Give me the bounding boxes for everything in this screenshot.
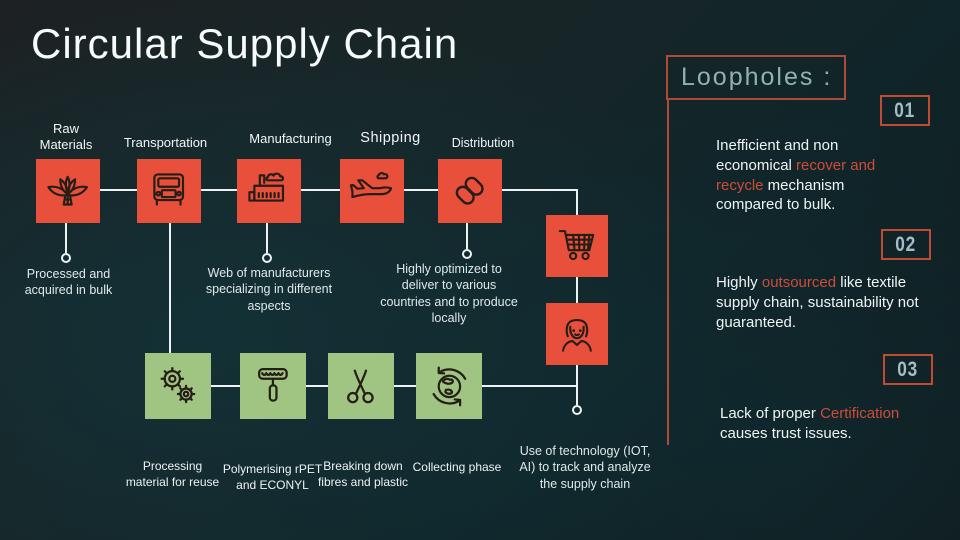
truck-icon — [153, 173, 185, 206]
connector-line — [502, 189, 578, 191]
stage-label-shipping: Shipping — [360, 130, 421, 146]
loophole-text-3: Lack of proper Certification causes trus… — [720, 404, 932, 444]
recycle-square-polymerising — [240, 353, 306, 419]
connector-line — [301, 189, 340, 191]
connector-line — [576, 189, 578, 215]
connector-line — [466, 223, 468, 249]
text-run: causes trust issues. — [720, 424, 852, 442]
connector-line — [201, 189, 237, 191]
scissors-icon — [346, 369, 374, 403]
loopholes-divider-line — [667, 100, 669, 445]
recycle-square-collecting — [416, 353, 482, 419]
stage-description-raw-materials: Processed and acquired in bulk — [24, 267, 113, 298]
recycle-square-processing — [145, 353, 211, 419]
recycle-label-collecting: Collecting phase — [412, 460, 502, 474]
line-endpoint — [60, 252, 71, 263]
stage-square-manufacturing — [237, 159, 301, 223]
text-run: Inefficient and non economical — [716, 137, 839, 174]
stage-label-transportation: Transportation — [123, 135, 208, 150]
page-title: Circular Supply Chain — [31, 20, 459, 67]
loophole-text-1: Inefficient and non economical recover a… — [716, 136, 912, 215]
stage-label-manufacturing: Manufacturing — [249, 131, 332, 146]
loophole-number: 01 — [894, 98, 916, 122]
stage-description-distribution: Highly optimized to deliver to various c… — [380, 262, 518, 325]
line-endpoint — [571, 404, 582, 415]
connector-line — [100, 189, 137, 191]
highlighted-text-run: recover and recycle — [716, 156, 876, 194]
connector-line — [65, 223, 67, 253]
text-run: mechanism compared to bulk. — [716, 176, 845, 214]
stage-square-transportation — [137, 159, 201, 223]
loopholes-title-box: Loopholes : — [666, 55, 846, 100]
highlighted-text-run: Certification — [820, 405, 900, 422]
consumer-square-person — [546, 303, 608, 365]
text-run: like textile supply chain, sustainabilit… — [716, 274, 919, 331]
loophole-number-box-3: 03 — [883, 354, 933, 385]
chain-icon — [456, 177, 484, 205]
connector-line — [211, 385, 240, 387]
connector-line — [394, 385, 416, 387]
loophole-text-2: Highly outsourced like textile supply ch… — [716, 273, 938, 332]
connector-line — [404, 189, 438, 191]
stage-label-distribution: Distribution — [451, 136, 515, 150]
stage-square-raw-materials — [36, 159, 100, 223]
loophole-number: 03 — [897, 357, 919, 381]
line-endpoint — [461, 248, 472, 259]
stage-square-shipping — [340, 159, 404, 223]
stage-label-raw-materials: Raw Materials — [39, 121, 93, 152]
line-endpoint — [261, 252, 272, 263]
cart-icon — [558, 230, 595, 261]
recycle-label-polymerising: Polymerising rPET and ECONYL — [222, 462, 323, 492]
loopholes-title: Loopholes : — [681, 63, 833, 91]
stage-square-distribution — [438, 159, 502, 223]
paint-roller-icon — [257, 367, 288, 402]
recycle-label-processing: Processing material for reuse — [125, 459, 220, 489]
stage-description-manufacturing: Web of manufacturers specializing in dif… — [205, 266, 333, 313]
connector-line — [482, 385, 578, 387]
gears-icon — [160, 366, 195, 403]
recycle-square-breaking-down — [328, 353, 394, 419]
loophole-number-box-1: 01 — [880, 95, 930, 126]
consumer-square-cart — [546, 215, 608, 277]
globe-recycle-icon — [432, 366, 466, 406]
highlighted-text-run: outsourced — [761, 274, 837, 291]
connector-line — [169, 223, 171, 353]
factory-icon — [248, 172, 285, 202]
text-run: Lack of proper — [720, 405, 821, 422]
plane-icon — [350, 172, 393, 199]
connector-line — [266, 223, 268, 253]
loophole-number-box-2: 02 — [881, 229, 931, 260]
lotus-icon — [47, 176, 89, 206]
loophole-number: 02 — [895, 232, 917, 256]
connector-line — [576, 277, 578, 303]
person-icon — [562, 319, 592, 352]
technology-note: Use of technology (IOT, AI) to track and… — [519, 444, 651, 491]
text-run: Highly — [716, 274, 762, 291]
connector-line — [306, 385, 328, 387]
recycle-label-breaking-down: Breaking down fibres and plastic — [317, 459, 409, 489]
